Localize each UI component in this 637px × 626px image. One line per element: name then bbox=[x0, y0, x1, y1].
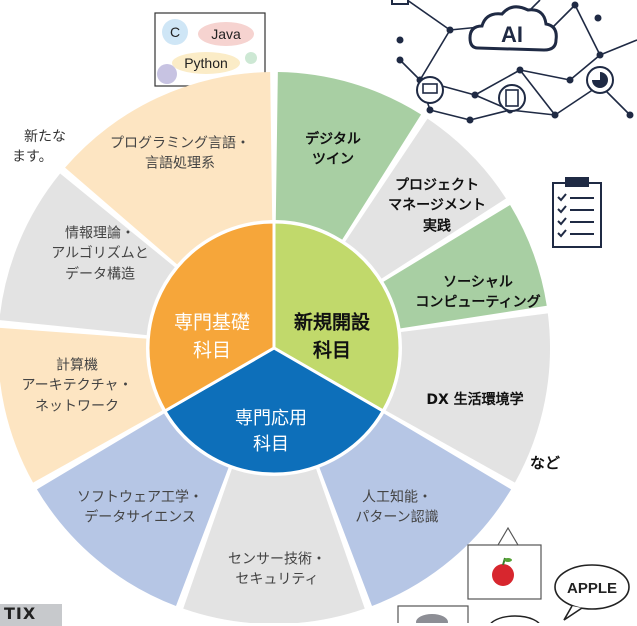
java-bubble bbox=[198, 22, 254, 46]
ring-segment-4 bbox=[385, 313, 551, 483]
python-bubble bbox=[172, 52, 240, 74]
partial-badge: TIX bbox=[0, 604, 62, 626]
partial-speech-bubble bbox=[490, 615, 540, 623]
c-bubble bbox=[162, 19, 188, 45]
java-label: Java bbox=[211, 26, 241, 42]
basic-subject-line1: 専門基礎 bbox=[173, 311, 251, 334]
segment-label-line: ツイン bbox=[311, 152, 354, 168]
segment-label-line: 実践 bbox=[422, 218, 451, 235]
ai-label: AI bbox=[501, 22, 523, 47]
segment-label-6: センサー技術・セキュリティ bbox=[228, 550, 326, 591]
segment-label-line: ソーシャル bbox=[443, 274, 513, 291]
purple-dot bbox=[157, 64, 177, 84]
apple-easel-icon bbox=[467, 526, 542, 600]
applied-subject-line2: 科目 bbox=[253, 434, 289, 455]
segment-label-line: パターン認識 bbox=[355, 510, 439, 526]
etc-label: など bbox=[530, 454, 561, 472]
segment-label-8: 計算機アーキテクチャ・ネットワーク bbox=[21, 356, 132, 417]
segment-label-line: 言語処理系 bbox=[145, 156, 215, 172]
truncated-side-text: 新たな ます。 bbox=[0, 128, 66, 167]
segment-label-5: 人工知能・パターン認識 bbox=[355, 488, 438, 529]
apple-label: APPLE bbox=[567, 580, 617, 597]
segment-label-line: センサー技術・ bbox=[228, 551, 326, 568]
ai-cloud-icon bbox=[468, 5, 558, 52]
monitor-icon bbox=[416, 76, 444, 104]
basic-subject-label: 専門基礎 科目 bbox=[174, 309, 250, 364]
segment-label-line: 人工知能・ bbox=[362, 489, 432, 506]
ring-segment-8 bbox=[0, 327, 163, 483]
segment-label-line: 計算機 bbox=[56, 357, 98, 374]
segment-label-line: ソフトウェア工学・ bbox=[77, 489, 203, 506]
ring-segment-10 bbox=[65, 72, 273, 265]
pie-chart-icon bbox=[586, 66, 614, 94]
segment-label-10: プログラミング言語・言語処理系 bbox=[110, 134, 250, 175]
segment-label-1: デジタルツイン bbox=[305, 130, 361, 171]
center-circle bbox=[146, 220, 402, 476]
segment-label-9: 情報理論・アルゴリズムとデータ構造 bbox=[51, 224, 149, 285]
segment-label-2: プロジェクトマネージメント実践 bbox=[388, 176, 486, 237]
segment-label-line: コンピューティング bbox=[415, 295, 541, 311]
outer-ring bbox=[0, 72, 551, 623]
ring-segment-2 bbox=[345, 118, 506, 279]
ring-segment-5 bbox=[319, 413, 512, 607]
new-subject-sector bbox=[272, 220, 402, 414]
segment-label-4: DX 生活環境学 bbox=[426, 390, 523, 410]
side-text-line2: ます。 bbox=[12, 148, 53, 165]
apple-speech-bubble bbox=[554, 564, 630, 621]
python-label: Python bbox=[184, 55, 228, 71]
applied-subject-label: 専門応用 科目 bbox=[235, 406, 307, 458]
chip-icon bbox=[391, 0, 409, 5]
basic-subject-line2: 科目 bbox=[192, 339, 232, 361]
segment-label-3: ソーシャルコンピューティング bbox=[415, 273, 540, 314]
ring-segment-1 bbox=[275, 72, 422, 240]
segment-label-line: 情報理論・ bbox=[65, 225, 135, 242]
segment-label-line: DX 生活環境学 bbox=[426, 391, 524, 408]
robot-board-icon bbox=[397, 605, 469, 623]
applied-subject-sector bbox=[162, 346, 386, 476]
segment-label-line: プログラミング言語・ bbox=[110, 135, 250, 152]
ring-segment-7 bbox=[36, 413, 229, 607]
applied-subject-line1: 専門応用 bbox=[235, 407, 307, 429]
segment-label-line: マネージメント bbox=[388, 197, 486, 214]
green-dot bbox=[245, 52, 257, 64]
segment-label-line: アーキテクチャ・ bbox=[21, 377, 133, 394]
side-text-line1: 新たな bbox=[24, 129, 66, 145]
segment-label-7: ソフトウェア工学・データサイエンス bbox=[77, 488, 203, 529]
ring-segment-3 bbox=[383, 205, 547, 329]
new-subject-line1: 新規開設 bbox=[293, 311, 371, 334]
segment-label-line: デジタル bbox=[305, 131, 361, 148]
segment-label-line: データサイエンス bbox=[84, 510, 196, 526]
basic-subject-sector bbox=[146, 220, 276, 414]
server-icon bbox=[498, 84, 526, 112]
new-subject-label: 新規開設 科目 bbox=[294, 309, 370, 364]
segment-label-line: ネットワーク bbox=[35, 398, 119, 415]
new-subject-line2: 科目 bbox=[312, 339, 352, 361]
ring-segment-6 bbox=[183, 468, 365, 623]
segment-label-line: アルゴリズムと bbox=[51, 245, 149, 262]
segment-label-line: データ構造 bbox=[65, 266, 135, 283]
c-label: C bbox=[170, 24, 180, 40]
ring-segment-9 bbox=[0, 173, 175, 336]
checklist-icon bbox=[552, 177, 602, 248]
segment-label-line: セキュリティ bbox=[235, 572, 319, 588]
segment-label-line: プロジェクト bbox=[394, 177, 479, 194]
